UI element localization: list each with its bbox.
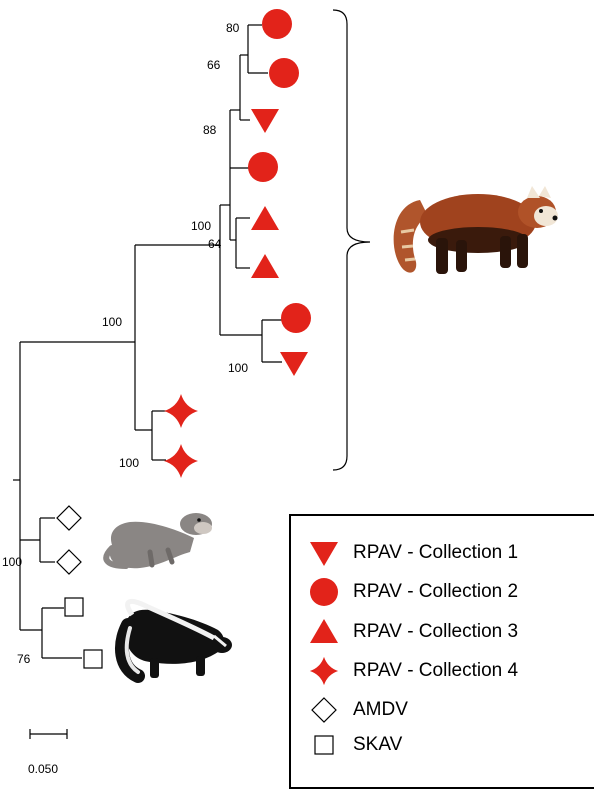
support-value: 100 — [2, 555, 22, 569]
support-value: 66 — [207, 58, 221, 72]
rpav-collection-3-marker — [251, 254, 279, 278]
support-value: 76 — [17, 652, 31, 666]
triangle-up-icon — [310, 619, 338, 643]
legend: RPAV - Collection 1 RPAV - Collection 2 … — [289, 514, 594, 789]
support-values: 80 66 88 100 64 100 100 100 100 76 — [2, 21, 248, 666]
rpav-collection-2-marker — [262, 9, 292, 39]
skunk-illustration — [115, 598, 232, 683]
support-value: 80 — [226, 21, 240, 35]
support-value: 100 — [119, 456, 139, 470]
square-icon — [314, 735, 334, 755]
amdv-marker — [56, 549, 82, 575]
rpav-clade-bracket — [332, 9, 371, 471]
diamond-icon — [311, 697, 337, 723]
tip-markers — [56, 9, 311, 669]
star-icon — [309, 656, 339, 686]
legend-item-rpav-collection-3: RPAV - Collection 3 — [305, 617, 518, 647]
legend-item-amdv: AMDV — [305, 695, 408, 725]
legend-label: RPAV - Collection 1 — [353, 542, 519, 563]
rpav-collection-2-marker — [281, 303, 311, 333]
rpav-collection-2-marker — [269, 58, 299, 88]
legend-item-rpav-collection-1: RPAV - Collection 1 — [305, 538, 518, 568]
tree-branches — [13, 24, 282, 659]
legend-item-rpav-collection-4: RPAV - Collection 4 — [305, 656, 518, 686]
legend-label: RPAV - Collection 4 — [353, 660, 519, 681]
support-value: 88 — [203, 123, 217, 137]
support-value: 100 — [102, 315, 122, 329]
scale-bar — [29, 729, 68, 739]
legend-label: AMDV — [353, 699, 408, 720]
otter-illustration — [103, 513, 212, 569]
support-value: 100 — [191, 219, 211, 233]
rpav-collection-4-marker — [164, 444, 198, 478]
rpav-collection-3-marker — [251, 206, 279, 230]
legend-item-rpav-collection-2: RPAV - Collection 2 — [305, 577, 518, 607]
skav-marker — [64, 597, 84, 617]
support-value: 100 — [228, 361, 248, 375]
rpav-collection-1-marker — [280, 352, 308, 376]
legend-label: RPAV - Collection 2 — [353, 581, 519, 602]
legend-item-skav: SKAV — [305, 730, 402, 760]
legend-label: SKAV — [353, 734, 403, 755]
rpav-collection-2-marker — [248, 152, 278, 182]
scale-bar-label: 0.050 — [28, 762, 59, 776]
triangle-down-icon — [310, 542, 338, 566]
circle-icon — [310, 578, 338, 606]
skav-marker — [83, 649, 103, 669]
red-panda-illustration — [393, 186, 558, 274]
support-value: 64 — [208, 237, 222, 251]
amdv-marker — [56, 505, 82, 531]
rpav-collection-4-marker — [164, 394, 198, 428]
legend-label: RPAV - Collection 3 — [353, 621, 519, 642]
rpav-collection-1-marker — [251, 109, 279, 133]
